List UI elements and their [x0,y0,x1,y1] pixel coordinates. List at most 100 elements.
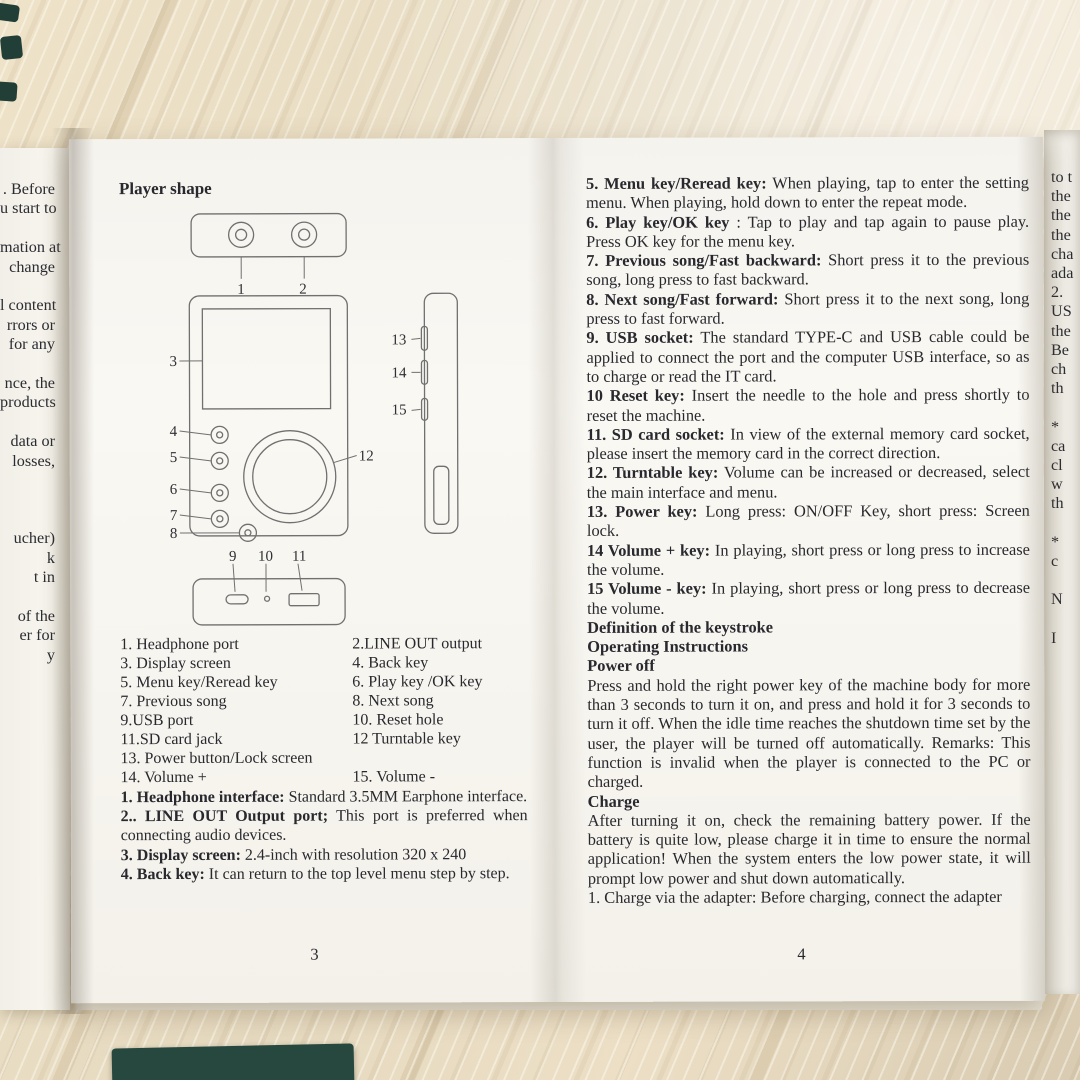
page-title: Player shape [118,178,212,199]
edge-text-fragment: mation at [0,238,61,257]
paragraph: 1. Headphone interface: Standard 3.5MM E… [120,788,528,807]
edge-text-fragment: cha [1051,244,1074,263]
section-heading: Power off [587,656,655,676]
svg-text:10: 10 [258,549,273,565]
parts-list-cell: 10. Reset hole [352,711,444,729]
edge-text-fragment: for any [8,335,55,354]
dark-object-bottom [111,1043,355,1080]
parts-list-cell: 5. Menu key/Reread key [120,673,278,692]
diagram-top-view: 1 2 [190,212,347,298]
parts-list-cell: 14. Volume + [120,768,207,787]
diagram-front-view: 3 4 5 [169,294,374,542]
parts-list-cell: 7. Previous song [120,692,227,711]
edge-text-fragment: rrors or [6,315,55,334]
page-number-4: 4 [797,944,806,964]
edge-text-fragment: products [0,393,56,412]
dark-object-edge-3 [0,81,18,102]
dark-object-edge-2 [0,34,24,61]
edge-text-fragment: th [1051,379,1064,398]
svg-text:3: 3 [169,354,177,370]
edge-text-fragment: c [1051,552,1059,571]
open-manual-spread: Player shape 1 2 [68,136,1046,1004]
edge-text-fragment [0,490,70,509]
edge-text-fragment: Be [1051,340,1069,359]
edge-text-fragment: w [1051,475,1063,494]
paragraph: 10 Reset key: Insert the needle to the h… [586,385,1030,425]
paragraph: 3. Display screen: 2.4-inch with resolut… [120,845,467,864]
edge-text-fragment: US [1051,302,1072,321]
paragraph: 7. Previous song/Fast backward: Short pr… [586,249,1030,290]
edge-text-fragment: nce, the [4,374,55,393]
edge-text-fragment: er for [19,626,56,645]
edge-text-fragment: data or [10,432,56,451]
edge-text-fragment: the [1051,321,1071,340]
paragraph: 8. Next song/Fast forward: Short press i… [586,288,1030,329]
paragraph: 1. Charge via the adapter: Before chargi… [587,886,1002,907]
edge-text-fragment [1051,398,1080,417]
edge-text-fragment: to t [1051,168,1073,186]
parts-list-cell: 15. Volume - [352,768,436,786]
edge-text-fragment: u start to [0,199,57,218]
edge-text-fragment: ada [1051,264,1074,283]
paragraph: 2.. LINE OUT Output port; This port is p… [120,807,528,845]
paragraph: 9. USB socket: The standard TYPE-C and U… [586,327,1030,386]
paragraph: 13. Power key: Long press: ON/OFF Key, s… [586,500,1030,541]
edge-text-fragment: ch [1051,360,1067,379]
edge-text-fragment: * [1051,532,1060,551]
edge-text-fragment: change [9,257,55,276]
edge-text-fragment [0,355,70,374]
player-diagram: 1 2 3 [169,212,459,626]
paragraph: 12. Turntable key: Volume can be increas… [586,462,1030,502]
parts-list-cell: 13. Power button/Lock screen [120,749,313,768]
diagram-bottom-view: 9 10 11 [192,549,346,626]
edge-text-fragment: I [1051,628,1057,647]
edge-text-fragment: of the [17,606,55,625]
parts-list-cell: 9.USB port [120,711,194,730]
edge-text-fragment: th [1051,494,1064,513]
paragraph: 11. SD card socket: In view of the exter… [586,423,1030,464]
parts-list-cell: 3. Display screen [120,654,231,673]
edge-text-fragment [1051,610,1080,629]
svg-text:5: 5 [170,450,178,466]
edge-text-fragment [0,471,70,490]
paragraph: 6. Play key/OK key : Tap to play and tap… [586,211,1030,251]
page-3: Player shape 1 2 [69,138,558,1003]
edge-text-fragment [1051,571,1080,590]
svg-text:13: 13 [391,332,406,348]
section-heading: Definition of the keystroke [587,617,774,637]
parts-list-cell: 11.SD card jack [120,730,223,749]
svg-text:12: 12 [359,448,374,464]
svg-text:15: 15 [392,402,407,418]
edge-text-fragment [0,587,70,606]
edge-text-fragment [0,277,70,296]
paragraph: 15 Volume - key: In playing, short press… [587,577,1031,618]
edge-text-fragment [1051,514,1080,533]
svg-text:1: 1 [237,282,245,298]
parts-descriptions: 1. Headphone interface: Standard 3.5MM E… [121,787,528,884]
edge-text-fragment: l content [0,296,57,315]
edge-text-fragment: losses, [12,451,55,470]
svg-text:7: 7 [170,508,178,524]
section-heading: Charge [587,791,640,811]
diagram-side-view: 13 14 15 [391,292,459,534]
paragraph: Press and hold the right power key of th… [587,674,1031,792]
edge-text-fragment: the [1051,225,1071,244]
edge-text-fragment: t in [33,568,55,587]
edge-text-fragment: . Before [2,180,55,198]
parts-list-cell: 1. Headphone port [120,635,239,654]
section-heading: Operating Instructions [587,636,748,657]
parts-list-cell: 6. Play key /OK key [352,673,483,691]
page-number-3: 3 [310,944,319,964]
svg-text:4: 4 [170,424,178,440]
parts-list-cell: 4. Back key [352,654,429,672]
edge-text-fragment: y [46,645,55,664]
edge-text-fragment: k [46,548,55,567]
page4-body: 5. Menu key/Reread key: When playing, ta… [586,173,1031,907]
svg-text:9: 9 [229,549,237,565]
svg-text:11: 11 [292,549,306,565]
edge-text-fragment: * [1051,417,1060,436]
